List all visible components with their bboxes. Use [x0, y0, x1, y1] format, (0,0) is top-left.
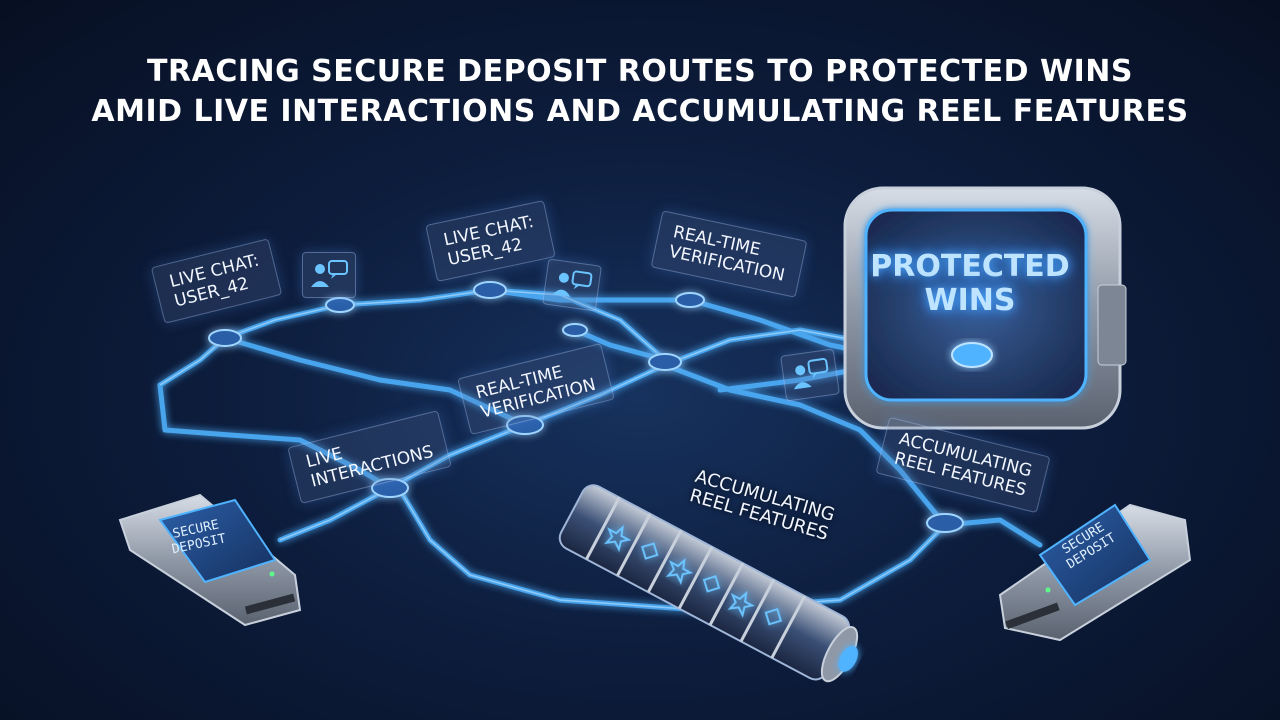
node-icon — [208, 329, 242, 347]
title-line-1: TRACING SECURE DEPOSIT ROUTES TO PROTECT… — [147, 54, 1133, 89]
route-nodes — [208, 281, 964, 533]
node-icon — [926, 513, 964, 533]
title-line-2: AMID LIVE INTERACTIONS AND ACCUMULATING … — [91, 94, 1189, 129]
star-icon — [665, 557, 694, 586]
node-icon — [562, 323, 588, 337]
chat-user-icon — [311, 260, 348, 287]
accumulating-reel — [558, 484, 859, 683]
route-left-loop — [157, 382, 393, 491]
route-top-center — [572, 327, 668, 363]
star-icon — [727, 590, 756, 618]
chat-card — [542, 258, 602, 312]
node-icon — [675, 292, 705, 308]
chat-user-icon — [793, 358, 829, 390]
diamond-icon — [764, 607, 783, 626]
chat-card — [780, 348, 840, 402]
vault-label-line-2: WINS — [924, 283, 1016, 318]
vault-label: PROTECTED WINS — [865, 250, 1075, 318]
chat-user-icon — [552, 270, 593, 297]
vault-port — [951, 342, 993, 368]
node-icon — [325, 297, 355, 313]
node-icon — [473, 281, 507, 299]
chat-card — [302, 252, 356, 298]
secure-deposit-terminal-left — [118, 493, 302, 627]
node-icon — [506, 415, 544, 435]
secure-deposit-terminal-right — [998, 503, 1192, 642]
star-icon — [603, 524, 632, 553]
diamond-icon — [702, 575, 721, 593]
vault-protected-wins — [843, 186, 1127, 430]
node-icon — [371, 478, 409, 498]
page-title: TRACING SECURE DEPOSIT ROUTES TO PROTECT… — [0, 52, 1280, 132]
vault-label-line-1: PROTECTED — [870, 249, 1070, 284]
node-icon — [648, 353, 682, 371]
route-mid-cross — [222, 335, 528, 428]
route-right — [662, 362, 948, 528]
diamond-icon — [640, 542, 659, 560]
